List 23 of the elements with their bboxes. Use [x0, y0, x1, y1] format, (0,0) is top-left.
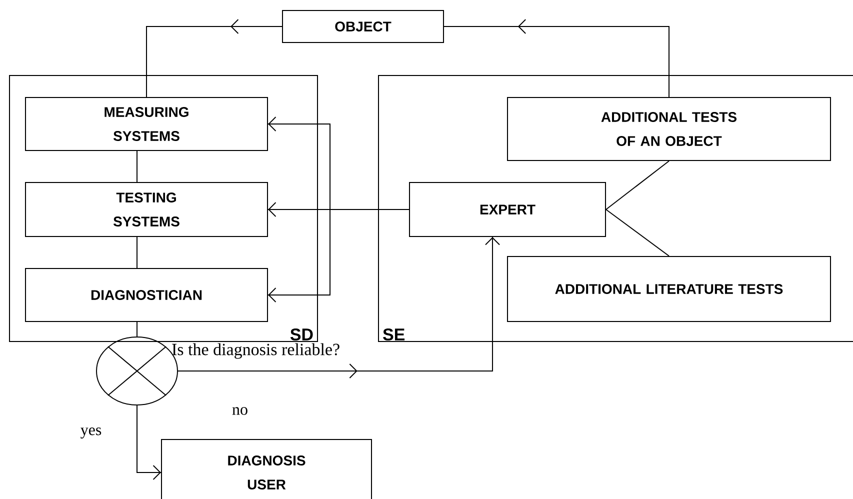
group-label: SD — [290, 328, 313, 340]
process-box: ADDITIONAL LITERATURE TESTS — [507, 256, 831, 322]
process-box: OBJECT — [282, 10, 444, 43]
connector — [268, 209, 410, 302]
connector — [136, 322, 138, 337]
process-box: ADDITIONAL TESTS OF AN OBJECT — [507, 97, 831, 161]
connector — [136, 150, 138, 182]
process-box: DIAGNOSIS USER — [161, 439, 372, 499]
process-box: MEASURING SYSTEMS — [25, 97, 268, 151]
connector — [444, 19, 670, 98]
connector — [606, 209, 670, 256]
connector — [178, 236, 500, 378]
group-label: SE — [383, 328, 405, 340]
process-box: DIAGNOSTICIAN — [25, 268, 268, 322]
edge-label: yes — [79, 426, 103, 440]
edge-label: no — [231, 406, 249, 416]
connector — [146, 19, 282, 98]
question-text: Is the diagnosis reliable? — [172, 343, 340, 359]
connector — [606, 160, 670, 210]
process-box: EXPERT — [409, 182, 606, 237]
process-box: TESTING SYSTEMS — [25, 182, 268, 237]
connector — [136, 405, 162, 480]
connector — [136, 236, 138, 268]
